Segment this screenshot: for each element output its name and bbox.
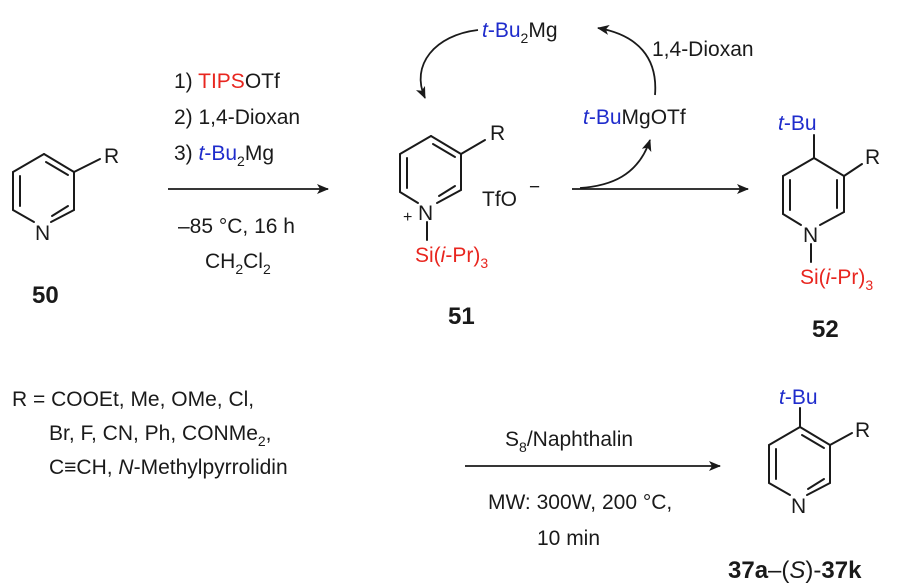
cycle-tbu2mg: t-Bu2Mg <box>482 19 558 46</box>
reaction-arrow-3: S8/Naphthalin MW: 300W, 200 °C, 10 min <box>465 428 721 550</box>
silyl-group-52: Si(i-Pr)3 <box>800 266 873 293</box>
substituent-list: R = COOEt, Me, OMe, Cl, Br, F, CN, Ph, C… <box>12 388 288 479</box>
ring-nitrogen-51: N <box>418 202 433 225</box>
compound-52-structure: t-Bu R N Si(i-Pr)3 52 <box>778 112 880 343</box>
reagent-cycle: t-Bu2Mg 1,4-Dioxan t-BuMgOTf <box>415 19 754 189</box>
substituent-r-50: R <box>104 145 119 168</box>
reagent-2: 2) 1,4-Dioxan <box>174 106 300 129</box>
compound-50-structure: N R 50 <box>12 145 119 309</box>
substituent-r-51: R <box>490 122 505 145</box>
reagent-3: 3) t-Bu2Mg <box>174 142 274 169</box>
step2-condition-1: MW: 300W, 200 °C, <box>488 491 672 514</box>
negative-charge: − <box>529 177 540 198</box>
tbu-group-37: t-Bu <box>779 386 818 409</box>
step2-reagent: S8/Naphthalin <box>505 428 633 455</box>
cycle-dioxan: 1,4-Dioxan <box>652 38 754 61</box>
compound-37-structure: t-Bu R N 37a–(S)-37k <box>728 386 870 584</box>
substituents-line-3: C≡CH, N-Methylpyrrolidin <box>49 456 288 479</box>
silyl-group-51: Si(i-Pr)3 <box>415 244 488 271</box>
compound-label-50: 50 <box>32 282 59 309</box>
tbu-group-52: t-Bu <box>778 112 817 135</box>
substituents-line-1: R = COOEt, Me, OMe, Cl, <box>12 388 254 411</box>
cycle-tbumgotf: t-BuMgOTf <box>583 106 686 129</box>
condition-temperature-time: –85 °C, 16 h <box>178 215 295 238</box>
compound-label-37: 37a–(S)-37k <box>728 557 862 584</box>
positive-charge: + <box>403 209 412 226</box>
substituent-r-37: R <box>855 419 870 442</box>
substituent-r-52: R <box>865 146 880 169</box>
compound-label-51: 51 <box>448 303 475 330</box>
reaction-arrow-1: 1) TIPSOTf 2) 1,4-Dioxan 3) t-Bu2Mg –85 … <box>168 70 329 277</box>
ring-nitrogen-37: N <box>791 495 806 518</box>
condition-solvent: CH2Cl2 <box>205 250 271 277</box>
reagent-1: 1) TIPSOTf <box>174 70 280 93</box>
compound-label-52: 52 <box>812 316 839 343</box>
compound-51-structure: N + R TfO − Si(i-Pr)3 51 <box>399 122 540 330</box>
step2-condition-2: 10 min <box>537 527 600 550</box>
ring-nitrogen-52: N <box>803 224 818 247</box>
substituents-line-2: Br, F, CN, Ph, CONMe2, <box>49 422 272 449</box>
ring-nitrogen-50: N <box>35 222 50 245</box>
counterion-triflate: TfO <box>482 188 517 211</box>
